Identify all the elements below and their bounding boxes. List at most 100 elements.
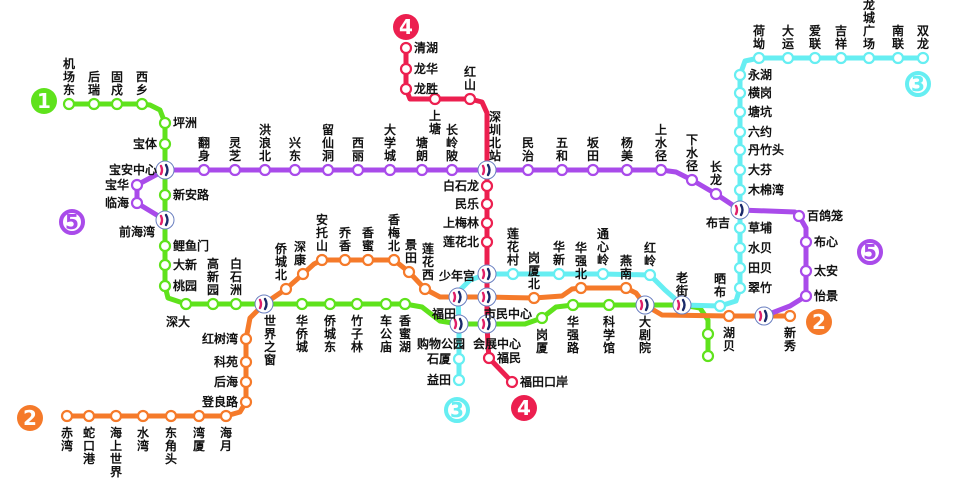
station-label: 湾厦 (193, 425, 206, 453)
station-label: 塘坑 (748, 104, 772, 119)
station-label: 华新 (553, 239, 565, 267)
station-dot (197, 163, 211, 177)
station-label: 布吉 (706, 215, 730, 230)
station-label: 水贝 (748, 240, 772, 255)
station-label: 通心岭 (597, 226, 609, 267)
station-label: 五和 (555, 136, 568, 163)
station-label: 上水径 (655, 122, 668, 163)
station-dot (480, 235, 494, 249)
station-dot (566, 298, 580, 312)
station-dot (799, 289, 813, 303)
station-label: 翠竹 (748, 280, 772, 295)
station-label: 龙城广场 (863, 0, 875, 51)
station-dot (239, 375, 253, 389)
line-4-badge: 4 (393, 14, 419, 40)
station-dot (619, 281, 633, 295)
station-label: 岗厦北 (528, 251, 541, 291)
station-dot (620, 163, 634, 177)
station-label: 莲花西 (422, 241, 434, 282)
line-2-badge: 2 (17, 405, 43, 431)
station-label: 莲花北 (443, 234, 479, 249)
station-dot (158, 116, 172, 130)
station-label: 白石龙 (443, 178, 479, 193)
station-label: 百鸽笼 (807, 208, 843, 223)
station-label: 华强北 (575, 240, 587, 281)
line-1-badge: 1 (31, 88, 57, 114)
station-dot (733, 261, 747, 275)
station-label: 草埔 (748, 220, 772, 235)
station-dot (733, 163, 747, 177)
station-dot (505, 375, 519, 389)
station-dot (338, 253, 352, 267)
station-dot (521, 163, 535, 177)
station-label: 赤湾 (61, 425, 73, 453)
station-dot (179, 297, 193, 311)
station-label: 深圳北站 (489, 109, 501, 163)
station-label: 安托山 (316, 212, 328, 253)
station-dot (399, 82, 413, 96)
station-label: 益田 (427, 372, 451, 387)
station-label: 红岭 (644, 240, 656, 268)
station-label: 横岗 (748, 85, 772, 100)
station-dot (87, 97, 101, 111)
station-label: 水湾 (137, 425, 150, 453)
station-dot (158, 137, 172, 151)
station-dot (60, 409, 74, 423)
station-label: 竹子林 (350, 313, 363, 354)
station-label: 上塘 (429, 108, 441, 136)
station-dot (733, 281, 747, 295)
station-label: 福田 (431, 306, 456, 321)
line-number: 4 (517, 396, 531, 420)
station-dot (586, 163, 600, 177)
station-dot (428, 92, 442, 106)
line-2-badge: 2 (806, 309, 832, 335)
station-labels: 机场东后瑞固戍西乡坪洲宝体宝安中心新安路前海湾鲤鱼门大新桃园深大高新园白石洲世界… (61, 0, 929, 479)
station-dot (701, 349, 715, 363)
station-label: 购物公园 (417, 336, 465, 351)
station-dot (733, 143, 747, 157)
station-dot (463, 92, 477, 106)
station-label: 深大 (166, 314, 190, 329)
station-dot (279, 282, 293, 296)
station-dot (296, 267, 310, 281)
station-label: 西丽 (352, 136, 364, 163)
station-dot (219, 409, 233, 423)
line-number: 2 (812, 310, 826, 334)
station-dot (361, 253, 375, 267)
station-label: 世界之窗 (264, 313, 276, 367)
station-label: 杨美 (621, 135, 634, 163)
station-dot (783, 309, 797, 323)
line-3-badge: 3 (905, 71, 931, 97)
station-label: 木棉湾 (747, 182, 784, 197)
station-label: 宝华 (105, 177, 129, 192)
line-number: 5 (65, 210, 79, 234)
station-dot (733, 105, 747, 119)
station-label: 福田口岸 (519, 374, 568, 389)
station-label: 清湖 (414, 40, 438, 55)
station-dot (654, 163, 668, 177)
station-label: 莲花村 (507, 226, 519, 267)
station-dot (480, 179, 494, 193)
station-label: 大学城 (384, 122, 396, 163)
station-label: 侨城东 (323, 313, 337, 354)
station-label: 海月 (219, 425, 232, 453)
station-label: 东角头 (165, 425, 177, 466)
station-dot (295, 297, 309, 311)
transfer-station-icon (155, 160, 175, 180)
line-5-badge: 5 (59, 209, 85, 235)
station-dot (480, 197, 494, 211)
transfer-station-icon (449, 314, 469, 334)
station-dot (596, 267, 610, 281)
station-dot (701, 327, 715, 341)
station-label: 大芬 (748, 162, 773, 177)
station-label: 塘朗 (416, 135, 428, 163)
station-dot (415, 163, 429, 177)
station-dot (379, 297, 393, 311)
station-dot (229, 297, 243, 311)
station-label: 荷坳 (752, 23, 765, 51)
line-number: 2 (23, 406, 37, 430)
station-dot (158, 258, 172, 272)
station-dot (164, 409, 178, 423)
transfer-station-icon (477, 264, 497, 284)
